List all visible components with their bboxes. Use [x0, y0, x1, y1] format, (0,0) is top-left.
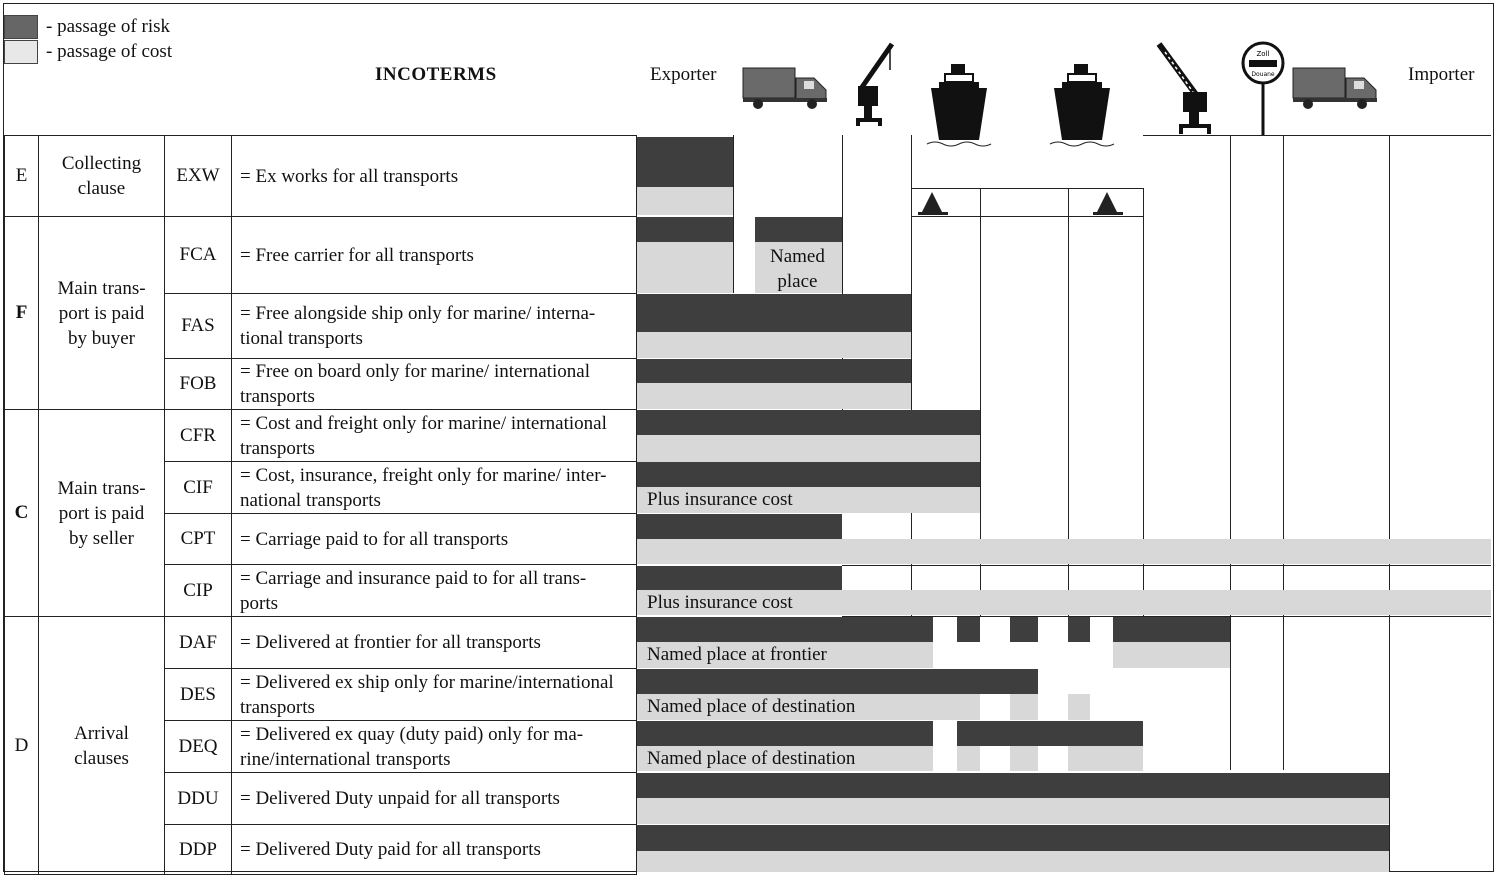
term-code: FCA: [164, 216, 232, 294]
term-description: = Delivered Duty paid for all transports: [231, 824, 637, 875]
table-row: FOB = Free on board only for marine/ int…: [5, 358, 637, 410]
term-code: EXW: [164, 135, 232, 217]
term-description: = Free on board only for marine/ interna…: [231, 358, 637, 410]
term-code: FOB: [164, 358, 232, 410]
exporter-label: Exporter: [650, 64, 717, 85]
truck-icon: [742, 67, 827, 109]
importer-label: Importer: [1408, 64, 1475, 85]
truck-icon: [1292, 67, 1377, 109]
term-description: = Delivered ex quay (duty paid) only for…: [231, 720, 637, 773]
legend-risk-swatch: [4, 15, 38, 39]
term-code: CIP: [164, 564, 232, 617]
table-row: CIP = Carriage and insurance paid to for…: [5, 564, 637, 617]
table-row: FAS = Free alongside ship only for marin…: [5, 293, 637, 359]
term-code: CPT: [164, 513, 232, 565]
customs-sign-bottom-text: Douane: [1251, 71, 1275, 78]
term-code: DDP: [164, 824, 232, 875]
des-named-place-label: Named place of destination: [647, 696, 856, 717]
term-code: FAS: [164, 293, 232, 359]
term-code: DAF: [164, 616, 232, 669]
table-row: CPT = Carriage paid to for all transport…: [5, 513, 637, 565]
term-description: = Delivered Duty unpaid for all transpor…: [231, 772, 637, 825]
term-description: = Carriage and insurance paid to for all…: [231, 564, 637, 617]
customs-sign-icon: Zoll Douane: [1241, 41, 1285, 136]
table-row: CIF = Cost, insurance, freight only for …: [5, 461, 637, 514]
term-description: = Ex works for all transports: [231, 135, 637, 217]
crane-icon: [856, 42, 895, 126]
term-code: DES: [164, 668, 232, 721]
table-row: DDP = Delivered Duty paid for all transp…: [5, 824, 637, 875]
cif-insurance-label: Plus insurance cost: [647, 489, 793, 510]
ship-icon: [1049, 64, 1115, 147]
term-code: CIF: [164, 461, 232, 514]
diagram-title: INCOTERMS: [375, 64, 497, 85]
group-letter: D: [4, 616, 39, 875]
term-description: = Cost, insurance, freight only for mari…: [231, 461, 637, 514]
customs-sign-top-text: Zoll: [1257, 50, 1270, 58]
table-row: DEQ = Delivered ex quay (duty paid) only…: [5, 720, 637, 773]
legend-cost-swatch: [4, 40, 38, 64]
group-letter: E: [4, 135, 39, 217]
term-code: CFR: [164, 409, 232, 462]
crane-icon: [1156, 42, 1211, 134]
cip-insurance-label: Plus insurance cost: [647, 592, 793, 613]
table-row: DES = Delivered ex ship only for marine/…: [5, 668, 637, 721]
term-description: = Carriage paid to for all transports: [231, 513, 637, 565]
term-description: = Free alongside ship only for marine/ i…: [231, 293, 637, 359]
daf-named-place-label: Named place at frontier: [647, 644, 827, 665]
ship-icon: [926, 64, 992, 147]
table-row: DDU = Delivered Duty unpaid for all tran…: [5, 772, 637, 825]
term-description: = Delivered ex ship only for marine/inte…: [231, 668, 637, 721]
term-description: = Cost and freight only for marine/ inte…: [231, 409, 637, 462]
term-code: DDU: [164, 772, 232, 825]
group-letter: F: [4, 216, 39, 410]
legend-cost-label: - passage of cost: [46, 41, 173, 62]
term-description: = Free carrier for all transports: [231, 216, 637, 294]
legend-risk-label: - passage of risk: [46, 16, 170, 37]
term-description: = Delivered at frontier for all transpor…: [231, 616, 637, 669]
term-code: DEQ: [164, 720, 232, 773]
group-letter: C: [4, 409, 39, 617]
deq-named-place-label: Named place of destination: [647, 748, 856, 769]
